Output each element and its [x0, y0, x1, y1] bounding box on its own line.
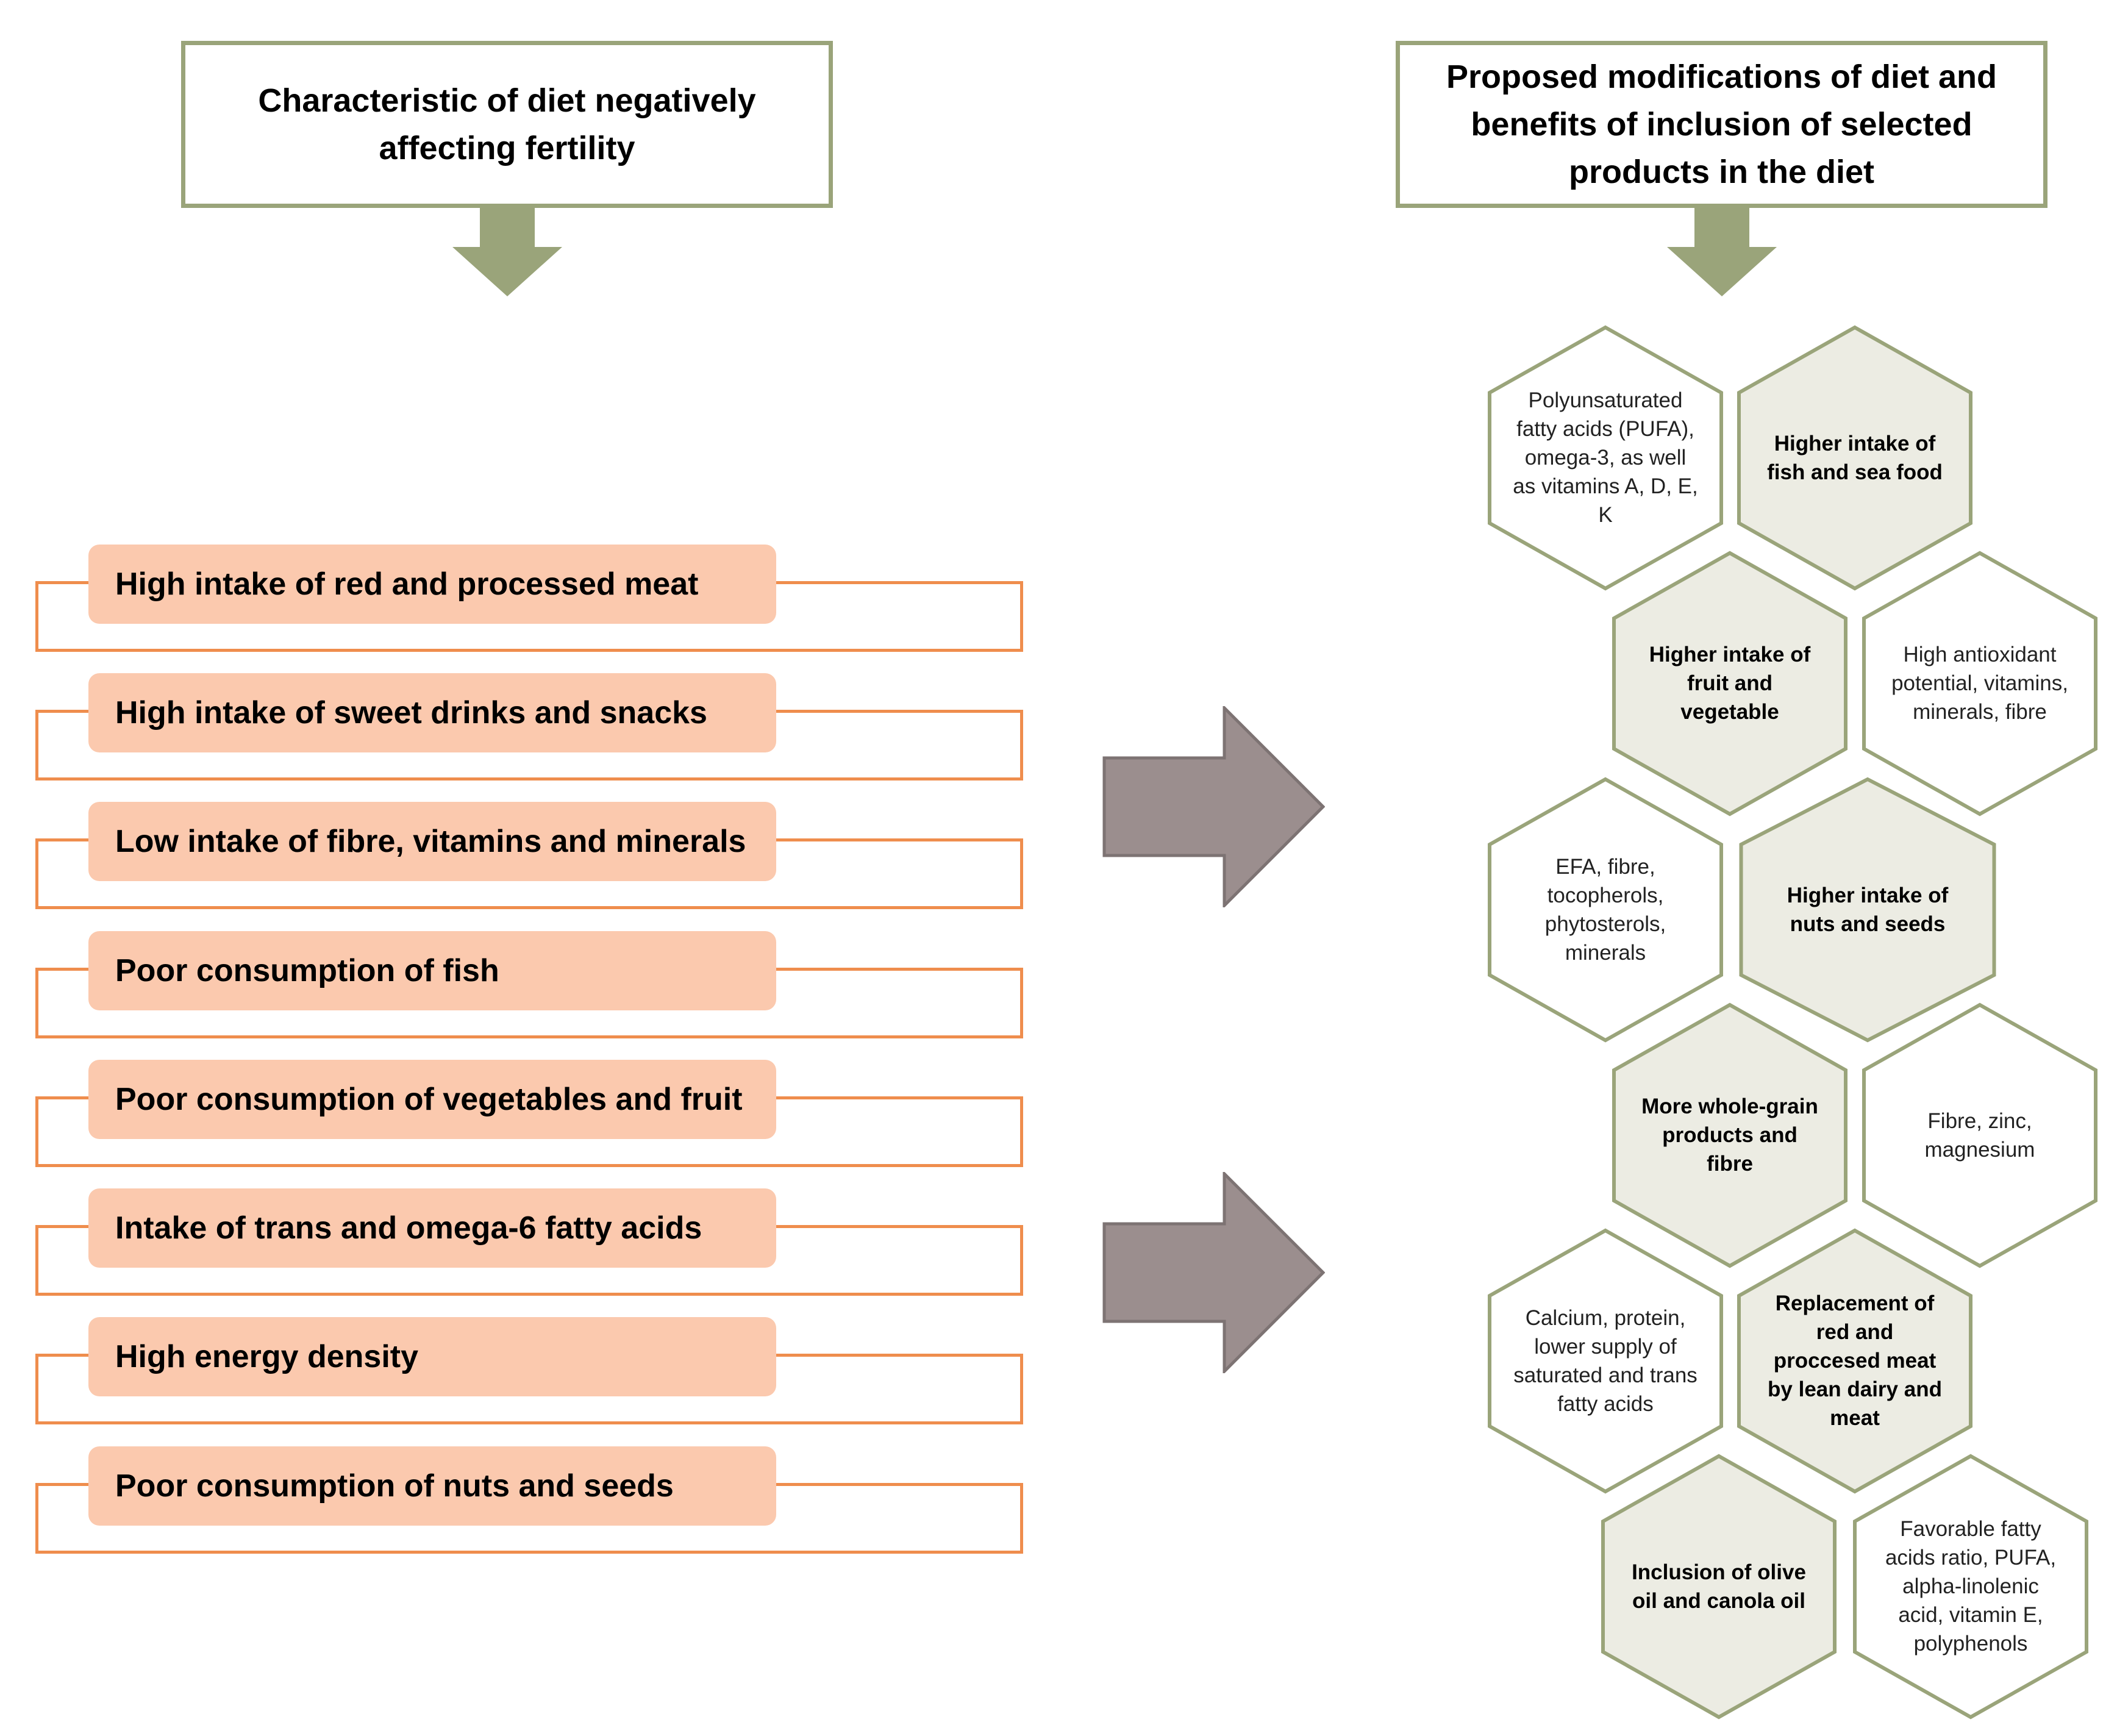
hexagon-recommendation-label: Inclusion of olive oil and canola oil: [1632, 1560, 1806, 1613]
hexagon-recommendation: [1601, 1454, 1837, 1720]
hexagon-recommendation: [1612, 551, 1847, 816]
hexagon-recommendation-label: Higher intake of fruit and vegetable: [1649, 643, 1811, 724]
factor-item: Poor consumption of fish: [88, 931, 776, 1010]
hexagon-recommendation: [1737, 1228, 1972, 1494]
hexagon-benefit-label: Fibre, zinc, magnesium: [1924, 1109, 2035, 1162]
factor-item: High energy density: [88, 1317, 776, 1396]
right-arrow-upper: [1102, 706, 1325, 907]
factor-item: Poor consumption of nuts and seeds: [88, 1446, 776, 1526]
right-header: Proposed modifications of diet and benef…: [1396, 41, 2047, 208]
hexagon-benefit: [1488, 325, 1723, 591]
hexagon-benefit: [1488, 1228, 1723, 1494]
right-down-arrow: [1667, 208, 1777, 296]
hexagon-benefit: [1488, 777, 1723, 1043]
hexagon-benefit-label: Favorable fatty acids ratio, PUFA, alpha…: [1885, 1517, 2057, 1656]
hexagon-recommendation: [1612, 1002, 1847, 1268]
hexagon-benefit: [1862, 1002, 2097, 1268]
hexagon-recommendation-label: More whole-grain products and fibre: [1641, 1095, 1818, 1176]
left-down-arrow: [452, 208, 562, 296]
left-header: Characteristic of diet negatively affect…: [181, 41, 833, 208]
hexagon-benefit-label: Polyunsaturated fatty acids (PUFA), omeg…: [1513, 388, 1698, 527]
right-arrow-lower: [1102, 1172, 1325, 1373]
hexagon-benefit: [1853, 1454, 2088, 1720]
factor-item: High intake of red and processed meat: [88, 545, 776, 624]
factor-item: High intake of sweet drinks and snacks: [88, 673, 776, 752]
hexagon-recommendation-label: Higher intake of fish and sea food: [1767, 431, 1943, 484]
hexagon-recommendation: [1739, 777, 1996, 1043]
hexagon-recommendation-label: Higher intake of nuts and seeds: [1787, 883, 1949, 936]
factor-item: Low intake of fibre, vitamins and minera…: [88, 802, 776, 881]
hexagon-benefit: [1862, 551, 2097, 816]
hexagon-benefit-label: High antioxidant potential, vitamins, mi…: [1891, 643, 2068, 724]
factor-item: Poor consumption of vegetables and fruit: [88, 1060, 776, 1139]
hexagon-recommendation: [1737, 325, 1972, 591]
hexagon-benefit-label: EFA, fibre, tocopherols, phytosterols, m…: [1544, 854, 1666, 965]
hexagon-recommendation-label: Replacement of red and proccesed meat by…: [1768, 1291, 1942, 1431]
factor-item: Intake of trans and omega-6 fatty acids: [88, 1188, 776, 1268]
hexagon-benefit-label: Calcium, protein, lower supply of satura…: [1513, 1306, 1698, 1416]
